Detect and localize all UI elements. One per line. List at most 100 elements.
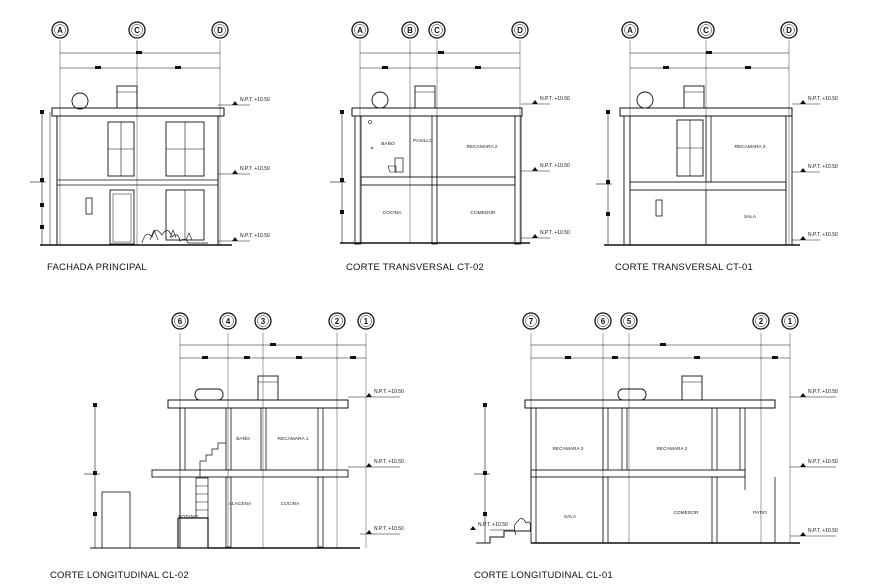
axis-bubble-cl01-2: 2 [752,312,770,330]
svg-text:N.P.T. +10.50: N.P.T. +10.50 [540,230,570,236]
level-mark-fachada: N.P.T. +10.50 [232,97,270,105]
fachada-principal-drawing [30,40,250,246]
room-label-cl01: COMEDOR [673,510,699,516]
svg-text:N.P.T. +10.50: N.P.T. +10.50 [374,526,404,532]
svg-text:N.P.T. +10.50: N.P.T. +10.50 [808,528,838,534]
svg-text:N.P.T. +10.50: N.P.T. +10.50 [374,389,404,395]
level-mark-ct02: N.P.T. +10.50 [532,96,570,104]
svg-text:N.P.T. +10.50: N.P.T. +10.50 [808,389,838,395]
svg-text:2: 2 [759,317,764,326]
room-label-ct02: PASILLO [413,138,433,144]
level-mark-cl01: N.P.T. +10.50 [800,528,838,536]
svg-text:N.P.T. +10.50: N.P.T. +10.50 [240,166,270,172]
level-mark-cl02: N.P.T. +10.50 [366,459,404,467]
svg-text:N.P.T. +10.50: N.P.T. +10.50 [374,459,404,465]
svg-text:C: C [134,26,140,35]
level-mark-fachada: N.P.T. +10.50 [232,233,270,241]
svg-text:6: 6 [601,317,606,326]
axis-bubble-cl02-3: 3 [254,312,272,330]
axis-bubble-cl02-2: 2 [328,312,346,330]
svg-text:N.P.T. +10.50: N.P.T. +10.50 [808,164,838,170]
svg-text:7: 7 [529,317,534,326]
level-mark-ct01: N.P.T. +10.50 [800,232,838,240]
svg-text:N.P.T. +10.50: N.P.T. +10.50 [478,522,508,528]
drawing-title-ct02: CORTE TRANSVERSAL CT-02 [346,262,484,273]
svg-text:6: 6 [178,317,183,326]
level-mark-ct02: N.P.T. +10.50 [532,163,570,171]
axis-bubble-ct02-d: D [511,21,529,39]
svg-text:C: C [703,26,709,35]
drawing-title-cl01: CORTE LONGITUDINAL CL-01 [474,570,613,581]
axis-bubble-cl01-7: 7 [522,312,540,330]
room-label-cl01: RECAMARA 2 [657,446,688,452]
svg-text:1: 1 [364,317,369,326]
level-mark-cl01: N.P.T. +10.50 [470,522,508,530]
axis-bubble-ct01-c: C [697,21,715,39]
room-label-cl02: COCINA [281,501,300,507]
room-label-cl01: PATIO [753,510,767,516]
svg-text:N.P.T. +10.50: N.P.T. +10.50 [808,232,838,238]
level-mark-cl02: N.P.T. +10.50 [366,526,404,534]
svg-text:N.P.T. +10.50: N.P.T. +10.50 [808,96,838,102]
axis-bubble-fachada-c: C [128,21,146,39]
axis-bubble-ct01-a: A [621,21,639,39]
svg-text:2: 2 [335,317,340,326]
svg-text:N.P.T. +10.50: N.P.T. +10.50 [540,96,570,102]
room-label-cl02: ALACENA [229,501,252,507]
svg-text:B: B [407,26,413,35]
room-label-ct02: RECAMARA 2 [467,144,498,150]
svg-text:N.P.T. +10.50: N.P.T. +10.50 [240,97,270,103]
axis-bubble-ct01-d: D [780,21,798,39]
room-label-ct01: RECAMARA 3 [735,144,766,150]
room-label-ct02: BAÑO [381,140,395,147]
axis-bubble-cl01-6: 6 [594,312,612,330]
level-mark-ct02: N.P.T. +10.50 [532,230,570,238]
corte-cl02-drawing [84,333,400,549]
svg-text:A: A [57,26,63,35]
axis-bubble-ct02-a: A [351,21,369,39]
level-mark-ct01: N.P.T. +10.50 [800,164,838,172]
room-label-cl02: BAÑO [236,435,250,442]
svg-text:C: C [434,26,440,35]
svg-text:D: D [517,26,523,35]
room-label-ct02: COCINA [383,210,402,216]
room-label-cl01: RECAMARA 3 [553,446,584,452]
room-label-ct01: SALA [744,214,757,220]
corte-cl01-drawing [474,333,836,544]
drawing-title-fachada: FACHADA PRINCIPAL [47,262,147,273]
svg-text:N.P.T. +10.50: N.P.T. +10.50 [540,163,570,169]
svg-text:1: 1 [788,317,793,326]
level-mark-fachada: N.P.T. +10.50 [232,166,270,174]
level-mark-cl01: N.P.T. +10.50 [800,459,838,467]
svg-text:A: A [357,26,363,35]
room-label-cl02: RECAMARA 1 [278,436,309,442]
axis-bubble-fachada-a: A [51,21,69,39]
room-label-ct02: COMEDOR [470,210,496,216]
svg-text:N.P.T. +10.50: N.P.T. +10.50 [808,459,838,465]
axis-bubble-cl01-5: 5 [620,312,638,330]
svg-text:A: A [627,26,633,35]
axis-bubble-cl02-1: 1 [357,312,375,330]
corte-ct02-drawing [330,40,550,245]
svg-text:N.P.T. +10.50: N.P.T. +10.50 [240,233,270,239]
drawing-title-ct01: CORTE TRANSVERSAL CT-01 [615,262,753,273]
svg-text:D: D [217,26,223,35]
axis-bubble-cl01-1: 1 [781,312,799,330]
svg-text:5: 5 [627,317,632,326]
axis-bubble-ct02-b: B [401,21,419,39]
svg-text:D: D [786,26,792,35]
axis-bubble-ct02-c: C [428,21,446,39]
axis-bubble-fachada-d: D [211,21,229,39]
axis-bubble-cl02-6: 6 [171,312,189,330]
room-label-cl01: SALA [564,514,577,520]
axis-bubble-cl02-4: 4 [219,312,237,330]
room-label-cl02: SOTANO [178,514,198,520]
level-mark-ct01: N.P.T. +10.50 [800,96,838,104]
svg-text:4: 4 [226,317,231,326]
svg-text:3: 3 [261,317,266,326]
drawing-title-cl02: CORTE LONGITUDINAL CL-02 [50,570,189,581]
level-mark-cl02: N.P.T. +10.50 [366,389,404,397]
level-mark-cl01: N.P.T. +10.50 [800,389,838,397]
corte-ct01-drawing [596,40,820,246]
